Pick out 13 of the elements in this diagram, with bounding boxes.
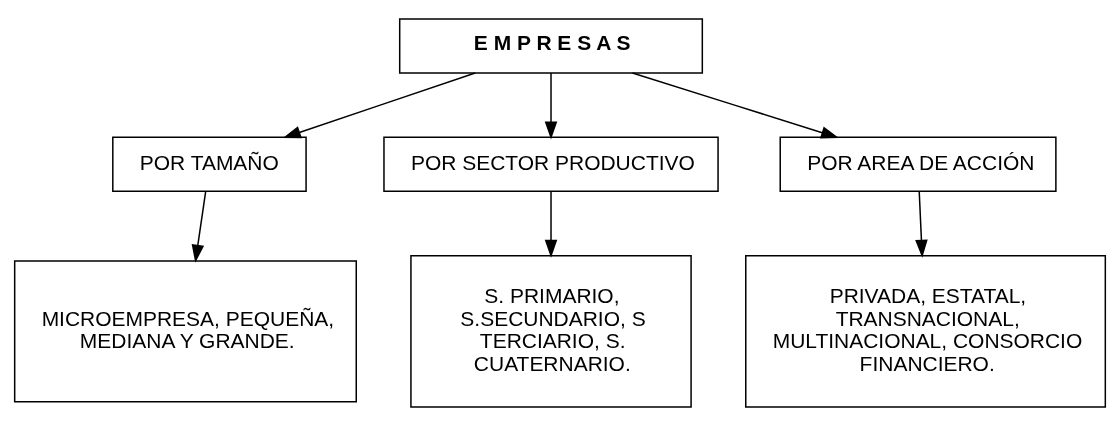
node-box: POR TAMAÑO (112, 136, 307, 192)
node-box: POR AREA DE ACCIÓN (779, 136, 1057, 192)
node-box: POR SECTOR PRODUCTIVO (383, 136, 719, 192)
arrow (915, 190, 928, 258)
node-box: E M P R E S A S (398, 17, 704, 74)
arrow (191, 190, 207, 263)
arrow (544, 190, 558, 258)
arrow (631, 71, 839, 139)
node-box: S. PRIMARIO, S.SECUNDARIO, S TERCIARIO, S. CUATERNARIO. (410, 254, 692, 408)
arrow (544, 71, 558, 140)
arrow (282, 71, 476, 138)
node-box: MICROEMPRESA, PEQUEÑA, MEDIANA Y GRANDE. (13, 259, 357, 402)
node-box: PRIVADA, ESTATAL, TRANSNACIONAL, MULTINACIONAL, CONSORCIO FINANCIERO. (745, 254, 1107, 408)
